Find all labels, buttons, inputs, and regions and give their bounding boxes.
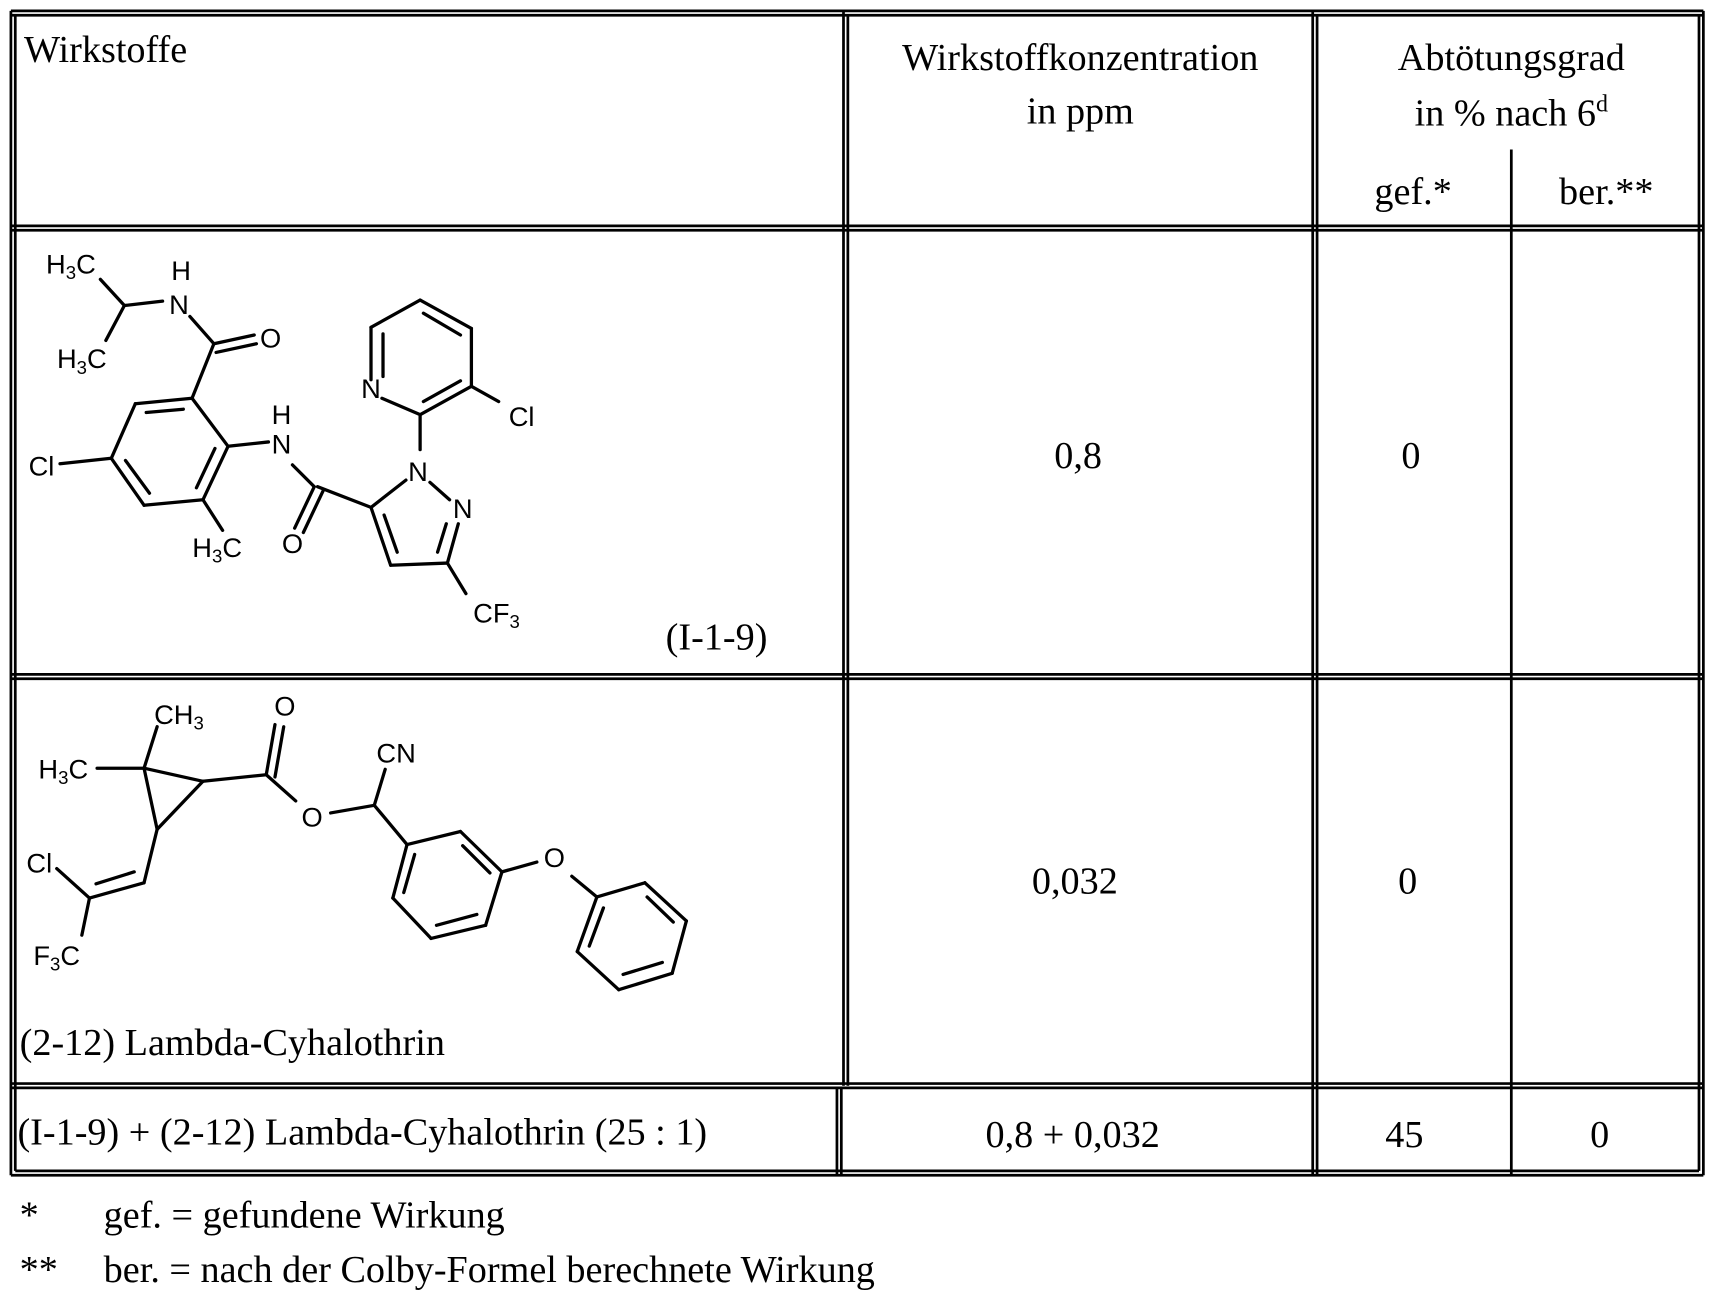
label-f3c: F3C	[33, 940, 80, 974]
label-o: O	[274, 690, 295, 721]
label-h3c: H3C	[38, 754, 88, 788]
label-o: O	[544, 842, 565, 873]
label-cn: CN	[376, 737, 415, 768]
label-cl: Cl	[26, 848, 52, 879]
label-ch3: CH3	[154, 699, 204, 733]
label-o: O	[301, 802, 322, 833]
